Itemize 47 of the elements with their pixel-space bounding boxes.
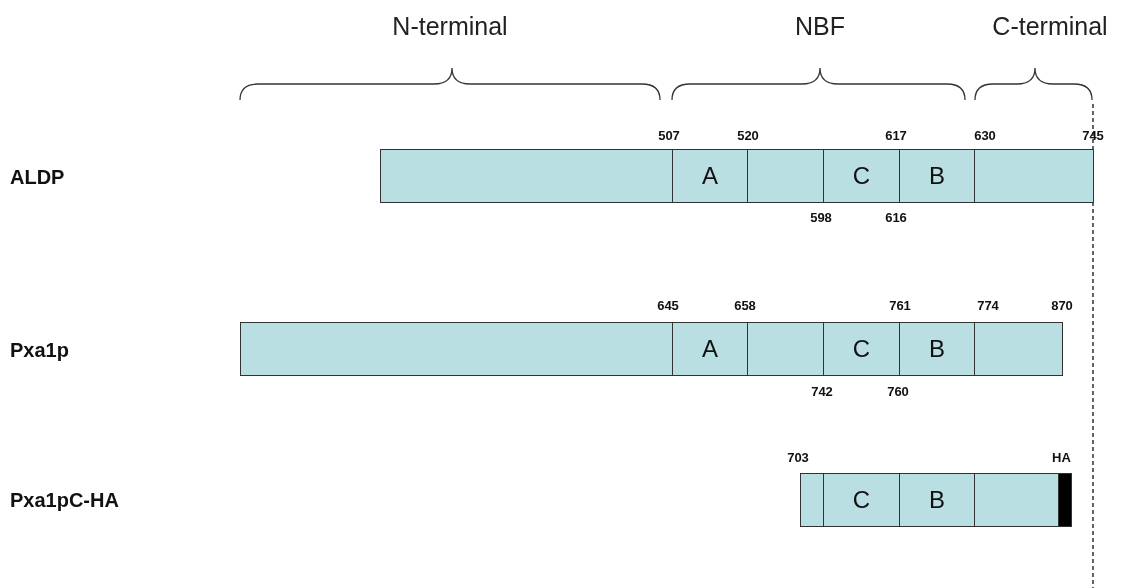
- domain-segment: [899, 149, 975, 203]
- residue-number: 520: [737, 128, 759, 143]
- residue-number: 658: [734, 298, 756, 313]
- domain-letter: C: [852, 162, 871, 190]
- domain-letter: B: [929, 486, 945, 514]
- domain-letter: A: [702, 335, 718, 363]
- domain-segment: [823, 149, 900, 203]
- domain-segment: [747, 149, 824, 203]
- domain-segment: [240, 322, 673, 376]
- domain-letter: B: [929, 162, 945, 190]
- region-label: N-terminal: [392, 12, 508, 41]
- residue-number: 507: [658, 128, 680, 143]
- residue-number: 761: [889, 298, 911, 313]
- tag-label: HA: [1052, 450, 1071, 465]
- protein-name: Pxa1pC-HA: [10, 488, 119, 512]
- residue-number: 870: [1051, 298, 1073, 313]
- domain-segment: [823, 322, 900, 376]
- residue-number: 760: [887, 384, 909, 399]
- domain-segment: [800, 473, 824, 527]
- region-label: NBF: [795, 12, 845, 41]
- domain-segment: [974, 322, 1063, 376]
- domain-segment: [747, 322, 824, 376]
- residue-number: 774: [977, 298, 999, 313]
- domain-letter: C: [852, 335, 871, 363]
- domain-segment: [974, 149, 1094, 203]
- domain-segment: [899, 473, 975, 527]
- domain-segment: [974, 473, 1059, 527]
- residue-number: 617: [885, 128, 907, 143]
- residue-number: 745: [1082, 128, 1104, 143]
- domain-segment: [823, 473, 900, 527]
- domain-segment: [672, 149, 748, 203]
- protein-name: Pxa1p: [10, 338, 69, 362]
- residue-number: 598: [810, 210, 832, 225]
- domain-segment: [672, 322, 748, 376]
- residue-number: 630: [974, 128, 996, 143]
- domain-letter: A: [702, 162, 718, 190]
- residue-number: 616: [885, 210, 907, 225]
- residue-number: 645: [657, 298, 679, 313]
- domain-segment: [899, 322, 975, 376]
- domain-segment: [380, 149, 673, 203]
- residue-number: 742: [811, 384, 833, 399]
- tag-bar: [1058, 473, 1072, 527]
- residue-number: 703: [787, 450, 809, 465]
- protein-name: ALDP: [10, 165, 65, 189]
- region-label: C-terminal: [992, 12, 1108, 41]
- domain-letter: C: [852, 486, 871, 514]
- domain-letter: B: [929, 335, 945, 363]
